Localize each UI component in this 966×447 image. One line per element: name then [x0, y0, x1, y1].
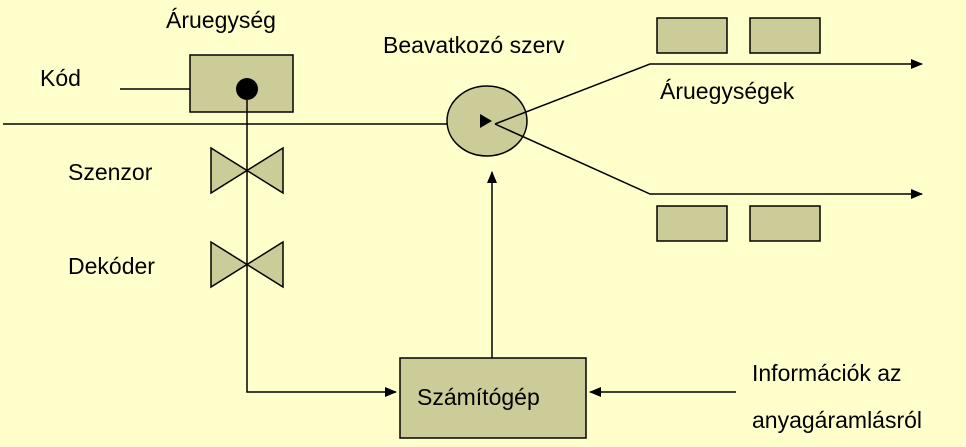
lower-output-line: [494, 123, 923, 199]
units-label: Áruegységek: [660, 78, 795, 104]
info-label-line1: Információk az: [752, 360, 902, 386]
sensor-icon: [210, 146, 284, 195]
computer-label: Számítógép: [417, 384, 540, 410]
decoder-label: Dekóder: [68, 253, 155, 279]
upper-unit-box-1: [656, 17, 728, 54]
sensor-label: Szenzor: [68, 159, 153, 185]
lower-unit-box-2: [749, 205, 821, 242]
info-label-line2: anyagáramlásról: [752, 407, 922, 433]
upper-output-line: [494, 59, 923, 125]
code-label: Kód: [40, 65, 81, 91]
actuator-label: Beavatkozó szerv: [383, 32, 565, 58]
code-dot: [236, 78, 258, 100]
upper-unit-box-2: [749, 17, 821, 54]
decoder-icon: [210, 240, 284, 289]
signal-line: [246, 100, 397, 397]
actuator-arrowhead: [480, 114, 492, 128]
unit-label: Áruegység: [166, 7, 276, 33]
computer-box: [399, 357, 587, 439]
lower-unit-box-1: [656, 205, 728, 242]
